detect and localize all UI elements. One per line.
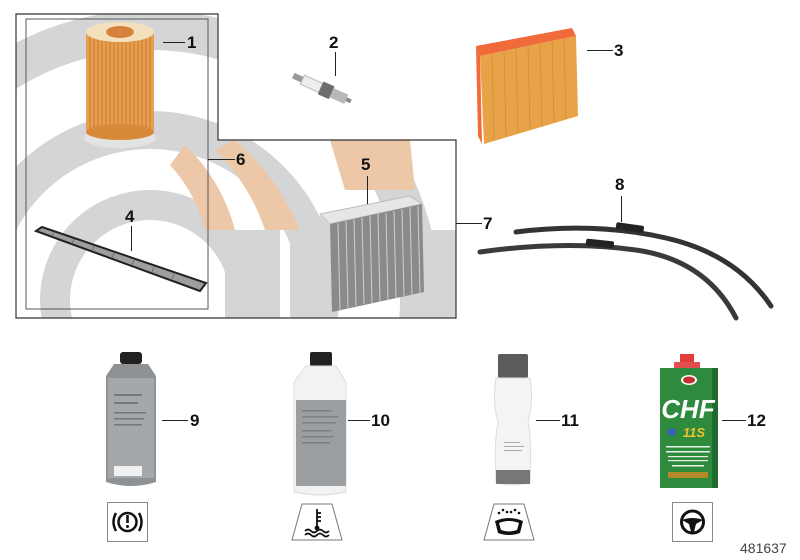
callout-11[interactable]: 11	[561, 411, 579, 430]
chf-brand-text: CHF	[661, 394, 716, 424]
coolant-temperature-icon	[304, 509, 330, 538]
callout-8[interactable]: 8	[615, 175, 625, 194]
callout-8-leader	[621, 196, 622, 222]
microfilter-slim-image[interactable]	[34, 225, 209, 300]
steering-wheel-symbol	[672, 502, 713, 542]
callout-9[interactable]: 9	[190, 411, 200, 430]
brake-warning-symbol	[107, 502, 148, 542]
microfilter-cabin-image[interactable]	[318, 196, 428, 314]
callout-9-leader	[162, 420, 188, 421]
drawing-id: 481637	[740, 540, 787, 556]
callout-2-leader	[335, 52, 336, 76]
brake-warning-icon	[112, 511, 143, 533]
callout-10-leader	[348, 420, 370, 421]
callout-7-leader	[456, 223, 482, 224]
callout-7[interactable]: 7	[483, 214, 493, 233]
chf-sub-text: 11S	[683, 425, 705, 440]
steering-wheel-icon	[680, 509, 705, 535]
callout-6-leader	[208, 159, 235, 160]
callout-1-leader	[163, 42, 185, 43]
callout-4-leader	[131, 226, 132, 251]
callout-5-leader	[367, 176, 368, 204]
brake-fluid-can-image[interactable]	[100, 350, 162, 490]
power-steering-fluid-can-image[interactable]: CHF 11S	[658, 352, 722, 492]
callout-3[interactable]: 3	[614, 41, 624, 60]
oil-filter-image[interactable]	[80, 20, 160, 150]
callout-11-leader	[536, 420, 560, 421]
spark-plug-image[interactable]	[288, 70, 358, 110]
callout-6[interactable]: 6	[236, 150, 246, 169]
air-filter-image[interactable]	[472, 26, 592, 146]
windshield-washer-icon	[495, 508, 523, 535]
wiper-blades-image[interactable]	[476, 218, 776, 328]
windshield-washer-symbol	[483, 503, 535, 541]
coolant-temperature-symbol	[291, 503, 343, 541]
washer-fluid-bottle-image[interactable]	[490, 352, 534, 492]
callout-2[interactable]: 2	[329, 33, 339, 52]
callout-5[interactable]: 5	[361, 155, 371, 174]
callout-12-leader	[722, 420, 746, 421]
callout-4[interactable]: 4	[125, 207, 135, 226]
callout-12[interactable]: 12	[747, 411, 766, 430]
callout-1[interactable]: 1	[187, 33, 197, 52]
callout-3-leader	[587, 50, 613, 51]
coolant-bottle-image[interactable]	[290, 350, 350, 498]
callout-10[interactable]: 10	[371, 411, 390, 430]
